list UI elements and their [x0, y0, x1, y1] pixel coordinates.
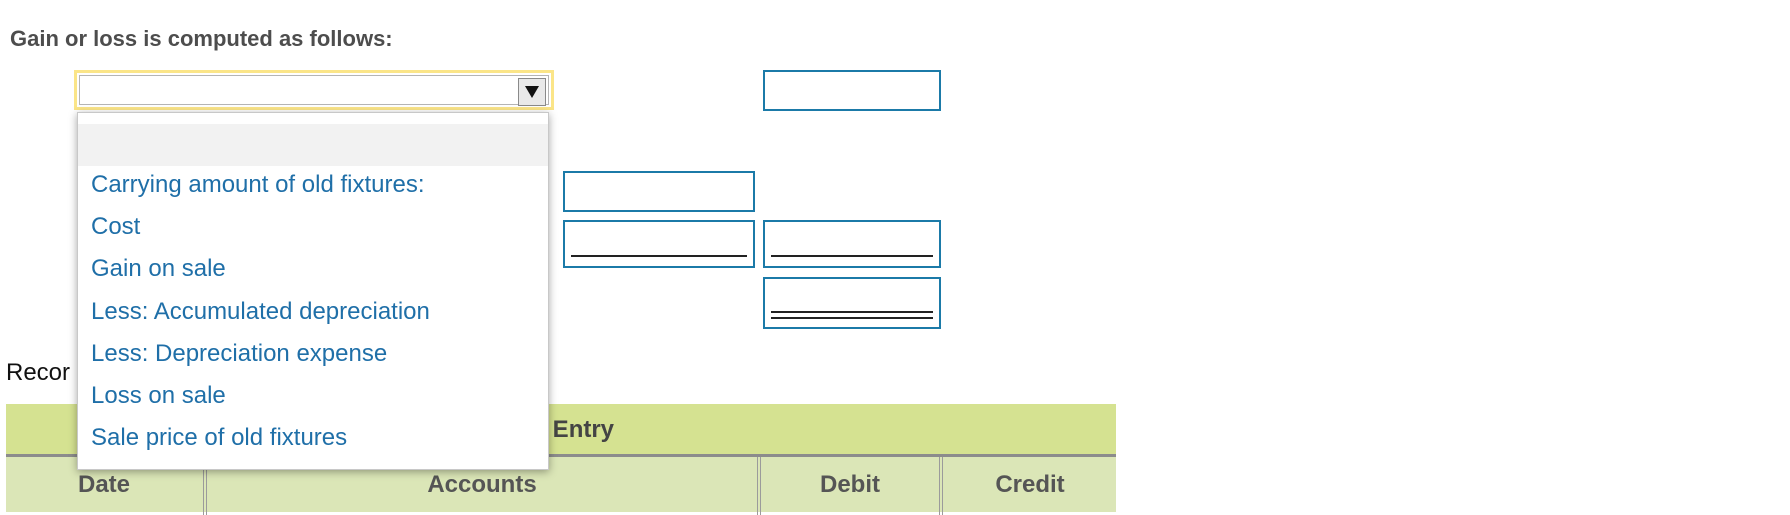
col-header-credit: Credit: [995, 470, 1065, 498]
dropdown-option[interactable]: Cost: [91, 213, 141, 240]
single-underline: [771, 255, 933, 257]
dropdown-option[interactable]: Carrying amount of old fixtures:: [91, 171, 425, 198]
amount-field-1[interactable]: [763, 70, 941, 111]
select-field[interactable]: [79, 75, 549, 106]
dropdown-option[interactable]: Gain on sale: [91, 255, 226, 282]
dropdown-option[interactable]: Less: Depreciation expense: [91, 340, 388, 367]
double-underline-bottom: [771, 317, 933, 319]
dropdown-option[interactable]: Less: Accumulated depreciation: [91, 298, 430, 325]
double-underline-top: [771, 311, 933, 313]
col-header-debit: Debit: [820, 470, 880, 498]
amount-field-3[interactable]: [563, 220, 755, 268]
col-header-date: Date: [77, 470, 131, 498]
dropdown-option[interactable]: Loss on sale: [91, 382, 226, 409]
dropdown-option-blank[interactable]: [78, 124, 548, 166]
dropdown-arrow-icon[interactable]: [518, 78, 546, 106]
col-header-accounts: Accounts: [427, 470, 537, 498]
instruction-text: Recor: [6, 359, 71, 386]
amount-field-total[interactable]: [763, 277, 941, 329]
line-item-select[interactable]: [74, 70, 554, 110]
amount-field-2[interactable]: [563, 171, 755, 212]
single-underline: [571, 255, 747, 257]
column-divider: [203, 457, 207, 515]
dropdown-menu: Carrying amount of old fixtures: Cost Ga…: [77, 112, 549, 470]
amount-field-4[interactable]: [763, 220, 941, 268]
column-divider: [939, 457, 943, 515]
dropdown-option[interactable]: Sale price of old fixtures: [91, 424, 348, 451]
heading: Gain or loss is computed as follows:: [10, 26, 393, 51]
column-divider: [757, 457, 761, 515]
